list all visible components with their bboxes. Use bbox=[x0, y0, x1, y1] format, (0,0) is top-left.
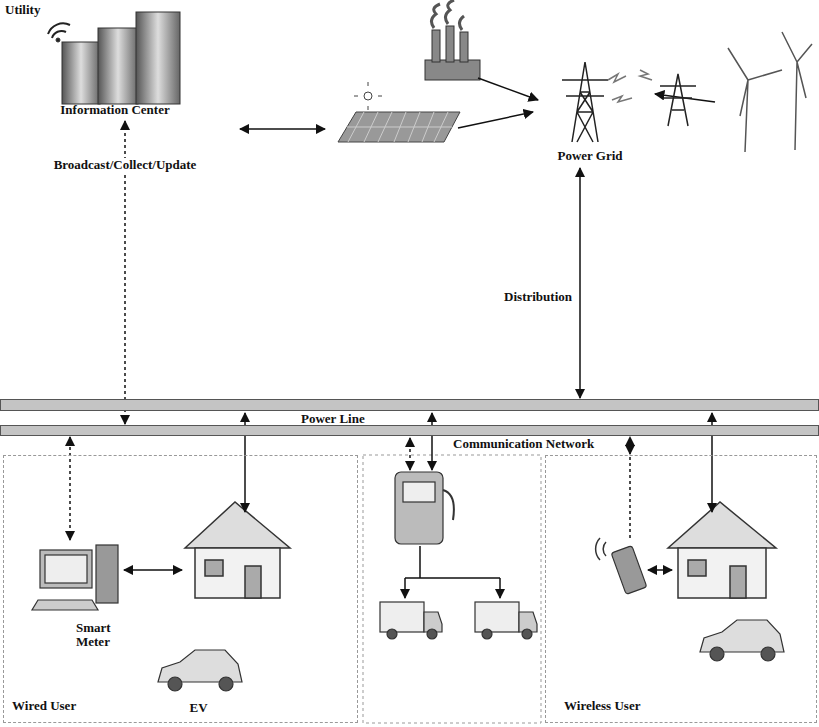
node-label: Wireless User bbox=[564, 699, 640, 713]
phone-icon bbox=[596, 538, 647, 594]
node-label: Communication Network bbox=[453, 437, 594, 451]
node-label: Power Grid bbox=[535, 149, 645, 163]
power-line-band: Power Line bbox=[0, 399, 819, 411]
truck-icon bbox=[380, 602, 537, 639]
solar-panel bbox=[338, 82, 460, 142]
wind-turbine bbox=[728, 32, 812, 152]
power-plant bbox=[425, 0, 480, 80]
charging-station bbox=[395, 472, 454, 544]
node-label: Information Center bbox=[40, 103, 190, 117]
user-group-box: Wired User Smart MeterEV bbox=[3, 455, 358, 723]
station-power-arrow bbox=[431, 413, 433, 470]
power-link bbox=[579, 168, 581, 398]
node-label: Power Line bbox=[301, 412, 365, 426]
edge-label: Distribution bbox=[502, 290, 574, 304]
car-icon bbox=[158, 650, 242, 691]
user-group-box: Wireless User bbox=[545, 455, 817, 723]
station-comm-arrow bbox=[409, 438, 411, 470]
house-icon bbox=[668, 502, 776, 598]
transmission-tower bbox=[562, 62, 696, 142]
house-icon bbox=[185, 502, 290, 598]
power-arrow bbox=[240, 128, 325, 130]
edge-label: Broadcast/Collect/Update bbox=[52, 158, 199, 172]
communication-link bbox=[629, 437, 631, 454]
meter-house-arrow bbox=[124, 569, 182, 571]
station-truck-wires bbox=[405, 546, 500, 578]
communication-band: Communication Network bbox=[0, 425, 819, 436]
car-icon bbox=[700, 620, 784, 661]
node-label: EV bbox=[151, 701, 246, 715]
region-label: Utility bbox=[5, 3, 40, 17]
smart-meter: Smart Meter bbox=[31, 541, 131, 659]
computer-icon bbox=[32, 545, 118, 610]
node-label: Wired User bbox=[12, 699, 76, 713]
node-label: Smart Meter bbox=[76, 621, 126, 649]
phone-house-arrow bbox=[648, 569, 672, 571]
power-arrow bbox=[478, 78, 538, 100]
truck-arrow bbox=[404, 578, 406, 598]
communication-link bbox=[69, 437, 71, 540]
charging-station-box bbox=[363, 455, 541, 723]
server-icon bbox=[48, 12, 180, 104]
power-grid: Power Grid bbox=[535, 55, 645, 167]
truck-arrow bbox=[499, 578, 501, 598]
information-center: Information Center bbox=[40, 8, 190, 120]
power-arrow bbox=[458, 112, 533, 128]
ev-car: EV bbox=[151, 646, 246, 721]
phone-comm-line bbox=[629, 457, 631, 538]
